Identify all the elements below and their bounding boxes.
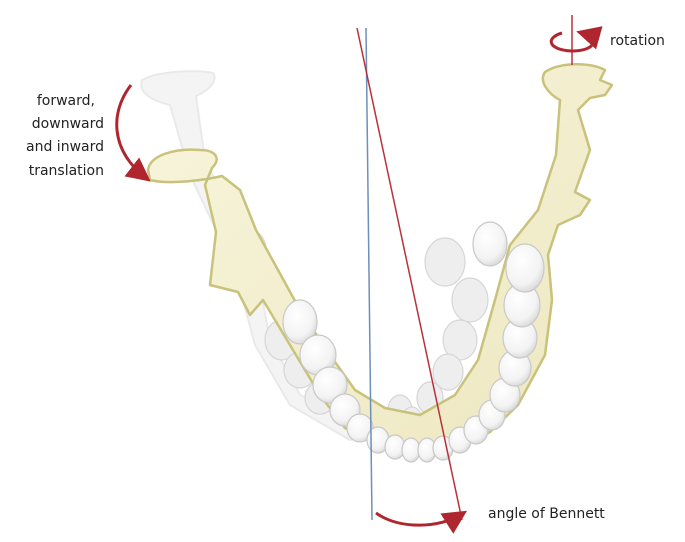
translation-label-line-2: downward bbox=[32, 116, 104, 132]
red-reference-line bbox=[356, 27, 463, 521]
tooth bbox=[312, 366, 348, 404]
ghost-tooth bbox=[442, 319, 478, 361]
rotation-arrow bbox=[549, 26, 603, 53]
translation-label-line-3: and inward bbox=[26, 139, 104, 155]
translation-label-line-1: forward, bbox=[37, 93, 95, 109]
blue-reference-line bbox=[365, 27, 373, 521]
tooth bbox=[505, 243, 545, 293]
bennett-angle-label: angle of Bennett bbox=[488, 506, 605, 522]
tooth bbox=[472, 221, 508, 267]
translation-label-line-4: translation bbox=[29, 163, 104, 179]
teeth bbox=[282, 221, 545, 463]
tooth bbox=[401, 437, 421, 463]
tooth bbox=[282, 299, 318, 345]
rotation-label: rotation bbox=[610, 33, 665, 49]
bennett-angle-arrow bbox=[375, 510, 468, 534]
translation-arrow bbox=[115, 84, 151, 182]
ghost-tooth bbox=[432, 353, 464, 391]
ghost-tooth bbox=[451, 277, 489, 323]
ghost-tooth bbox=[424, 237, 466, 287]
